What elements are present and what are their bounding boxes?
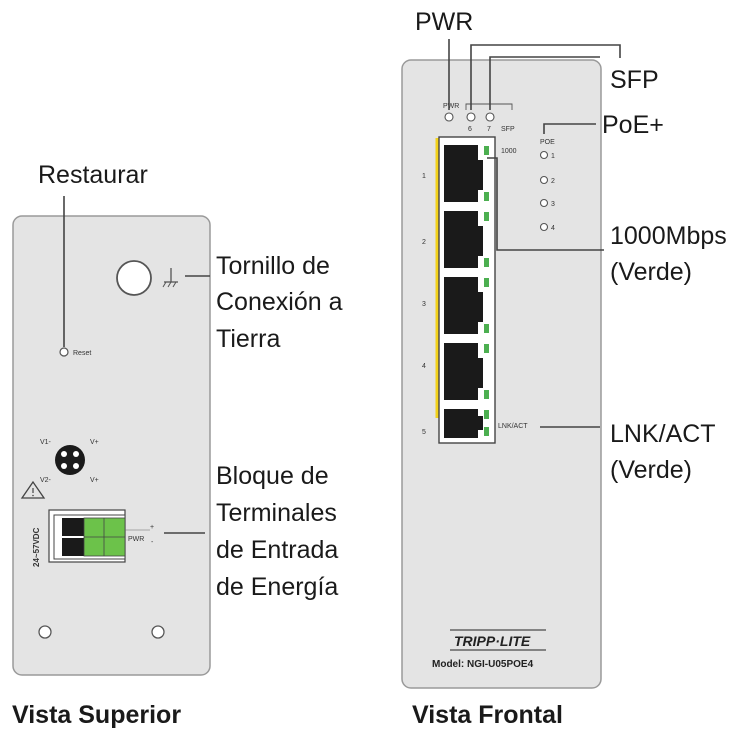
port1-link-led: [484, 192, 489, 201]
port5-label: 5: [422, 429, 426, 436]
front-view-caption: Vista Frontal: [412, 701, 563, 729]
sfp-panel-label: SFP: [501, 126, 515, 133]
reset-button[interactable]: [59, 347, 69, 357]
poe3-led: [539, 198, 549, 208]
ground-symbol-icon: [162, 268, 178, 288]
poe1-label: 1: [551, 153, 555, 160]
port4-label: 4: [422, 363, 426, 370]
sfp-bracket: [465, 103, 513, 110]
minus-label: -: [151, 539, 154, 546]
poe4-led: [539, 222, 549, 232]
warning-icon: [20, 480, 46, 499]
rj45-port-3[interactable]: [444, 277, 489, 334]
rj45-port-4[interactable]: [444, 343, 489, 400]
rj45-port-5[interactable]: [444, 409, 489, 438]
poe-leader: [543, 123, 596, 134]
ground-callout-1: Tornillo de: [216, 252, 330, 280]
voltage-label: 24~57VDC: [32, 527, 41, 567]
lnkact-callout-2: (Verde): [610, 456, 692, 484]
sfp-leader-2: [489, 56, 600, 110]
speed-leader: [487, 157, 604, 251]
top-view-caption: Vista Superior: [12, 701, 181, 729]
sfp7-led: [485, 112, 495, 122]
port4-link-led: [484, 390, 489, 399]
round-power-connector: [55, 445, 85, 475]
ground-callout-2: Conexión a: [216, 288, 343, 316]
port3-label: 3: [422, 301, 426, 308]
poe1-led: [539, 150, 549, 160]
sfp-leader-1: [470, 44, 621, 110]
power-callout-1: Bloque de: [216, 462, 329, 490]
front-view: PWR 6 7 SFP 1000 POE 1 2 3 4: [401, 8, 727, 729]
power-callout-3: de Entrada: [216, 536, 338, 564]
sfp6-led: [466, 112, 476, 122]
speed-panel-label: 1000: [501, 148, 517, 155]
rj45-port-2[interactable]: [444, 211, 489, 268]
poe-callout: PoE+: [602, 111, 664, 139]
pin-label-v3: V2-: [40, 477, 52, 484]
mount-hole-left: [38, 625, 52, 639]
port3-speed-led: [484, 278, 489, 287]
pwr-led-label: PWR: [443, 103, 459, 110]
svg-text:TRIPP·LITE: TRIPP·LITE: [454, 633, 531, 649]
pin-label-v1: V1-: [40, 439, 52, 446]
port5-speed-led: [484, 410, 489, 419]
power-callout-2: Terminales: [216, 499, 337, 527]
lnkact-panel-label: LNK/ACT: [498, 423, 528, 430]
pwr-callout: PWR: [415, 8, 473, 36]
port2-speed-led: [484, 212, 489, 221]
tripp-lite-logo: TRIPP·LITE: [450, 629, 546, 651]
poe-panel-label: POE: [540, 139, 555, 146]
lnkact-callout-1: LNK/ACT: [610, 420, 716, 448]
reset-panel-label: Reset: [73, 350, 91, 357]
speed-callout-2: (Verde): [610, 258, 692, 286]
pwr-panel-label: PWR: [128, 536, 144, 543]
poe3-label: 3: [551, 201, 555, 208]
port5-link-led: [484, 427, 489, 436]
mount-hole-right: [151, 625, 165, 639]
rj45-port-1[interactable]: [444, 145, 489, 202]
port4-speed-led: [484, 344, 489, 353]
port2-link-led: [484, 258, 489, 267]
pwr-led: [444, 112, 454, 122]
pin-label-v2: V+: [90, 439, 99, 446]
port6-label: 6: [468, 126, 472, 133]
ground-callout-3: Tierra: [216, 325, 280, 353]
sfp-callout: SFP: [610, 66, 659, 94]
ground-screw-hole: [116, 260, 152, 296]
port1-speed-led: [484, 146, 489, 155]
power-terminal-block[interactable]: [48, 509, 126, 563]
speed-callout-1: 1000Mbps: [610, 222, 727, 250]
poe2-led: [539, 175, 549, 185]
reset-callout: Restaurar: [38, 161, 148, 189]
port2-label: 2: [422, 239, 426, 246]
model-label: Model: NGI-U05POE4: [432, 659, 534, 670]
port1-label: 1: [422, 173, 426, 180]
port3-link-led: [484, 324, 489, 333]
power-callout-4: de Energía: [216, 573, 338, 601]
poe2-label: 2: [551, 178, 555, 185]
top-view: Reset V1- V+ V2- V+ 24~57VDC: [12, 161, 343, 729]
pin-label-v4: V+: [90, 477, 99, 484]
poe4-label: 4: [551, 225, 555, 232]
plus-label: +: [150, 524, 154, 531]
port7-label: 7: [487, 126, 491, 133]
